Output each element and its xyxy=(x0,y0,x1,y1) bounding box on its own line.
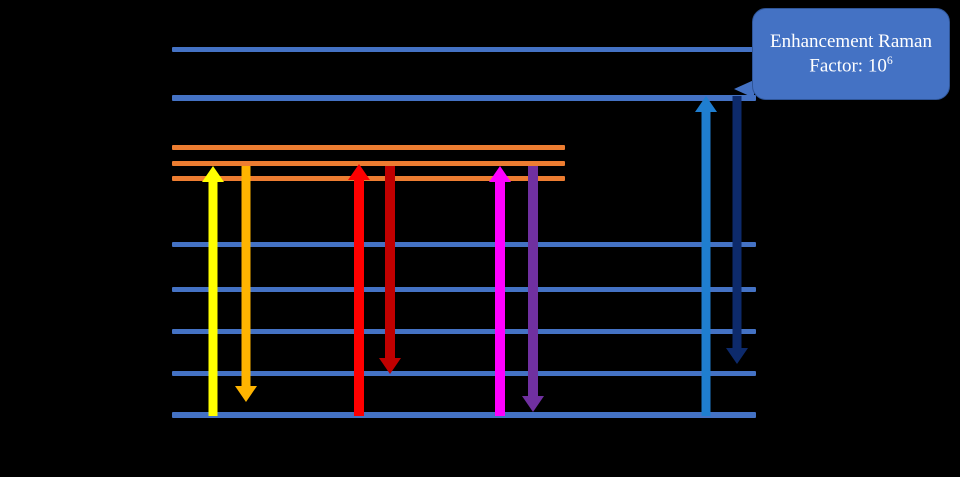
emission-arrow-darkred-head-icon xyxy=(379,358,401,374)
excited-vib-level-3 xyxy=(172,145,565,150)
virtual-level-upper xyxy=(172,47,756,52)
excitation-arrow-yellow-head-icon xyxy=(202,166,224,182)
emission-arrow-darkred-shaft xyxy=(385,166,395,358)
emission-arrow-purple-shaft xyxy=(528,166,538,396)
excitation-arrow-blue-shaft xyxy=(701,112,711,416)
ground-state-level-0 xyxy=(172,412,756,418)
virtual-level-lower xyxy=(172,95,756,101)
ground-vib-level-1 xyxy=(172,371,756,376)
callout-tail-icon xyxy=(734,80,754,98)
ground-vib-level-2 xyxy=(172,329,756,334)
emission-arrow-orange-head-icon xyxy=(235,386,257,402)
excited-vib-level-2 xyxy=(172,161,565,166)
emission-arrow-purple xyxy=(521,166,545,412)
excitation-arrow-red-head-icon xyxy=(348,164,370,180)
excitation-arrow-blue-head-icon xyxy=(695,96,717,112)
ground-vib-level-3 xyxy=(172,287,756,292)
excitation-arrow-red-shaft xyxy=(354,180,364,416)
emission-arrow-purple-head-icon xyxy=(522,396,544,412)
excitation-arrow-red xyxy=(347,164,371,416)
emission-arrow-orange-shaft xyxy=(241,166,251,386)
emission-arrow-navy-head-icon xyxy=(726,348,748,364)
excitation-arrow-magenta-head-icon xyxy=(489,166,511,182)
excitation-arrow-magenta xyxy=(488,166,512,416)
emission-arrow-navy-shaft xyxy=(732,96,742,348)
excitation-arrow-yellow-shaft xyxy=(208,182,218,416)
ground-vib-level-4 xyxy=(172,242,756,247)
excitation-arrow-yellow xyxy=(201,166,225,416)
enhancement-raman-factor-callout: Enhancement Raman Factor: 106 xyxy=(752,8,950,100)
excitation-arrow-blue xyxy=(694,96,718,416)
callout-line-1: Enhancement Raman xyxy=(770,31,932,53)
excitation-arrow-magenta-shaft xyxy=(495,182,505,416)
callout-line-2-exponent: 6 xyxy=(886,53,893,67)
emission-arrow-orange xyxy=(234,166,258,402)
callout-line-2-prefix: Factor: 10 xyxy=(809,55,887,77)
emission-arrow-navy xyxy=(725,96,749,364)
emission-arrow-darkred xyxy=(378,166,402,374)
